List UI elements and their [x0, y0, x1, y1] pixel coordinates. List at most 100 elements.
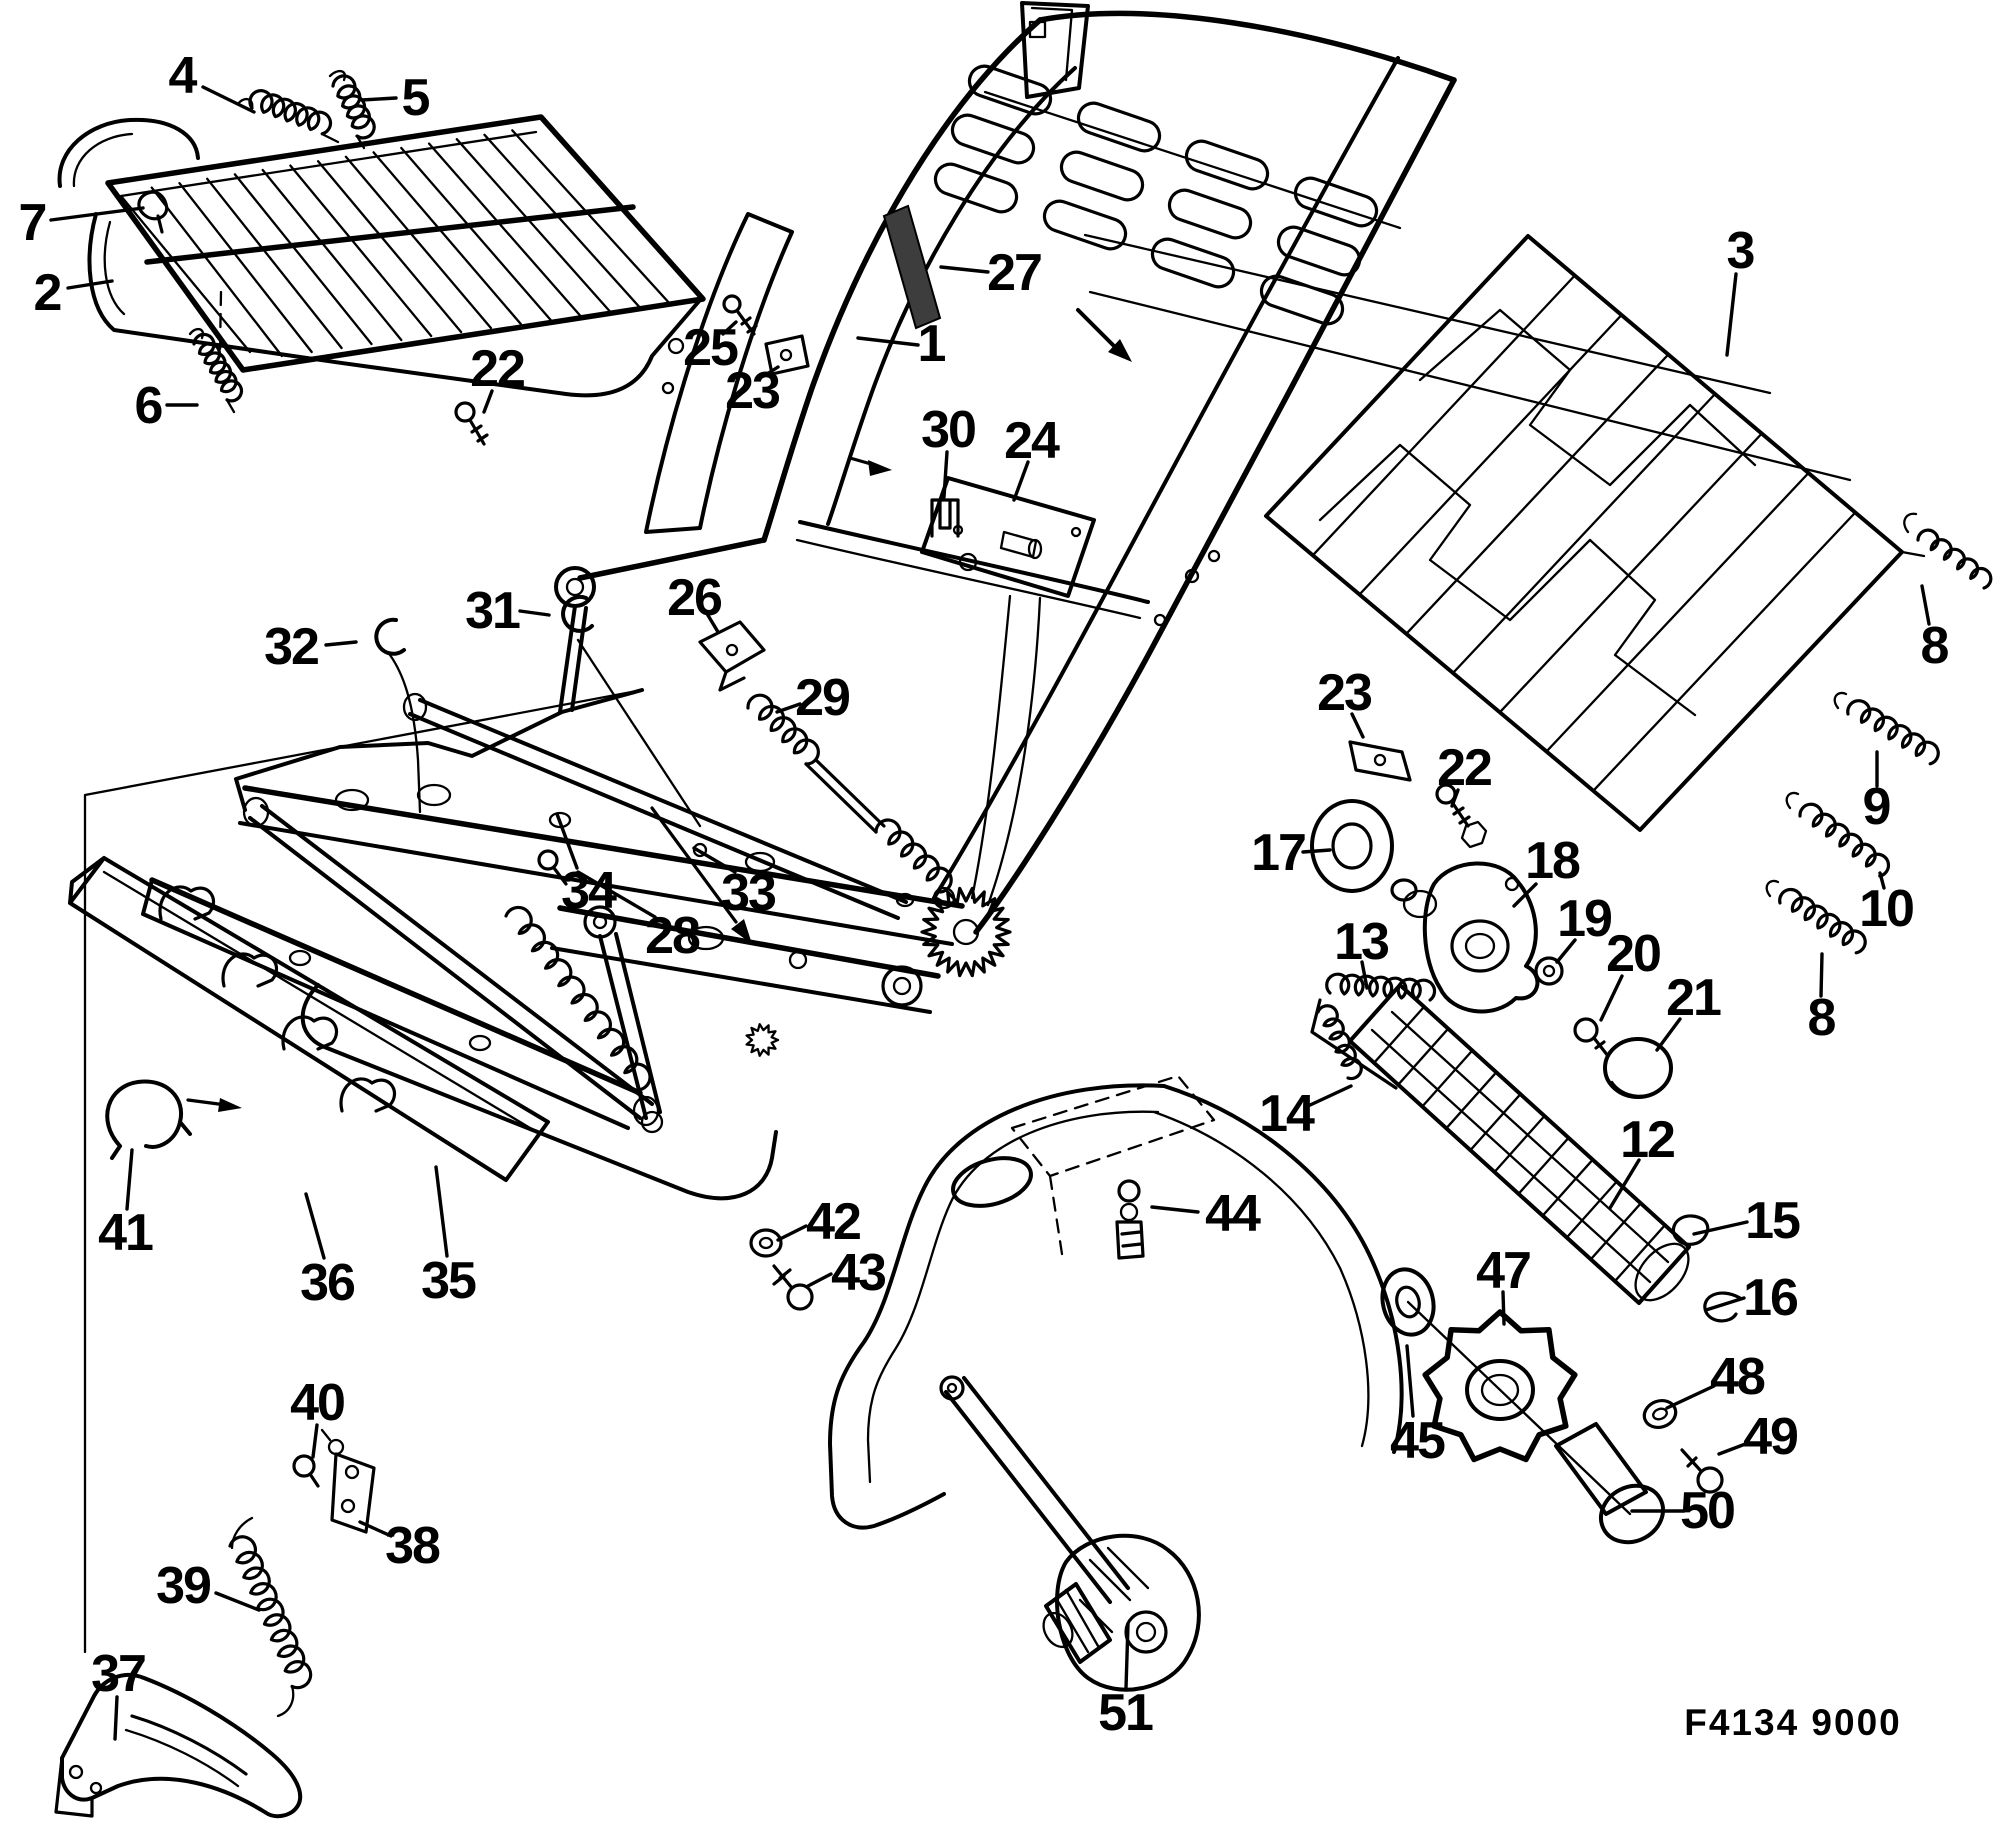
backrest-frame — [554, 1, 1852, 978]
callout-43: 43 — [831, 1244, 886, 1302]
callout-23: 23 — [725, 362, 780, 420]
callout-33: 33 — [721, 864, 776, 922]
leader-18 — [1512, 882, 1538, 908]
leader-17 — [1301, 848, 1332, 854]
leader-16 — [1704, 1296, 1746, 1312]
headrest-guide-plate — [1020, 1, 1090, 99]
callout-9: 9 — [1863, 778, 1890, 836]
callout-21: 21 — [1666, 969, 1721, 1027]
tube-36 — [408, 698, 908, 920]
callout-14: 14 — [1259, 1085, 1315, 1143]
leader-48 — [1665, 1384, 1716, 1410]
direction-arrow — [1108, 339, 1132, 362]
callout-1: 1 — [918, 315, 946, 373]
leader-7 — [49, 206, 145, 222]
leader-22 — [1450, 788, 1460, 808]
callout-7: 7 — [19, 194, 46, 252]
leader-8 — [1819, 952, 1824, 998]
spring-8-lower — [1778, 887, 1867, 955]
leader-35 — [434, 1165, 449, 1258]
seat-base-assembly — [68, 294, 1488, 1654]
spring-39 — [228, 1535, 313, 1690]
callout-29: 29 — [795, 669, 849, 727]
callout-17: 17 — [1251, 824, 1305, 882]
link-38 — [330, 1452, 376, 1534]
leader-24 — [1012, 460, 1030, 502]
spring-28 — [504, 905, 652, 1092]
callout-19: 19 — [1557, 890, 1611, 948]
leader-23 — [762, 365, 780, 378]
bracket-26 — [698, 620, 766, 692]
leader-10 — [1878, 871, 1886, 890]
callout-6: 6 — [135, 377, 163, 435]
leader-23 — [1350, 712, 1365, 739]
callout-10: 10 — [1859, 880, 1913, 938]
callout-8: 8 — [1921, 617, 1949, 675]
leader-5 — [360, 96, 398, 102]
callout-22: 22 — [470, 340, 524, 398]
spring-9 — [1846, 699, 1940, 766]
leader-42 — [776, 1224, 808, 1242]
cap-50 — [1599, 1483, 1665, 1545]
leader-4 — [201, 85, 256, 114]
callout-49: 49 — [1743, 1408, 1797, 1466]
leader-13 — [1360, 960, 1369, 990]
callout-47: 47 — [1476, 1242, 1530, 1300]
circlip-31 — [561, 594, 594, 633]
leader-47 — [1501, 1290, 1506, 1326]
handle-and-knob-assembly — [828, 1083, 1724, 1604]
callout-34: 34 — [561, 862, 617, 920]
leader-40 — [311, 1423, 319, 1459]
callout-37: 37 — [91, 1645, 145, 1703]
circlip-32 — [374, 617, 406, 656]
spring-29b — [874, 818, 953, 894]
leader-21 — [1655, 1017, 1682, 1052]
callout-40: 40 — [290, 1374, 344, 1432]
clip-15 — [1671, 1214, 1710, 1246]
leader-2 — [66, 279, 114, 290]
spring-5 — [331, 74, 376, 140]
spring-10 — [1798, 802, 1891, 878]
callout-36: 36 — [300, 1254, 355, 1312]
callout-38: 38 — [385, 1517, 440, 1575]
leader-26 — [704, 610, 720, 634]
knob-47 — [1422, 1309, 1578, 1463]
leader-32 — [324, 640, 358, 647]
callout-25: 25 — [683, 319, 738, 377]
callout-41: 41 — [98, 1204, 153, 1262]
callout-30: 30 — [921, 401, 975, 459]
bracket-23-left — [764, 334, 810, 376]
leader-20 — [1599, 974, 1624, 1022]
leader-43 — [806, 1272, 833, 1288]
callout-18: 18 — [1525, 832, 1580, 890]
headboard-slots — [933, 64, 1379, 326]
callout-16: 16 — [1743, 1269, 1798, 1327]
callout-39: 39 — [156, 1557, 210, 1615]
plate-24 — [920, 476, 1096, 598]
callout-45: 45 — [1390, 1412, 1445, 1470]
callout-28: 28 — [645, 907, 700, 965]
leader-51 — [1124, 1622, 1130, 1690]
callout-2: 2 — [34, 264, 61, 322]
spring-8-upper — [1916, 528, 1993, 590]
bracket-37 — [60, 1673, 303, 1819]
motor-actuator-51 — [1042, 1533, 1201, 1692]
callout-48: 48 — [1710, 1348, 1765, 1406]
leader-14 — [1306, 1084, 1353, 1108]
rail-clamps — [158, 885, 397, 1113]
leader-44 — [1150, 1205, 1200, 1214]
figure-code: F4134 9000 — [1684, 1702, 1902, 1743]
leader-39 — [214, 1591, 261, 1612]
callout-5: 5 — [402, 69, 430, 127]
spring-13 — [1325, 972, 1437, 1002]
leader-37 — [113, 1695, 119, 1741]
leader-3 — [1725, 272, 1738, 357]
leader-12 — [1608, 1158, 1641, 1210]
spring-14 — [1316, 1004, 1363, 1081]
callout-3: 3 — [1727, 222, 1755, 280]
leader-25 — [721, 320, 738, 336]
leader-41 — [125, 1148, 134, 1211]
leader-34 — [555, 812, 579, 870]
spring-29a — [746, 693, 820, 766]
